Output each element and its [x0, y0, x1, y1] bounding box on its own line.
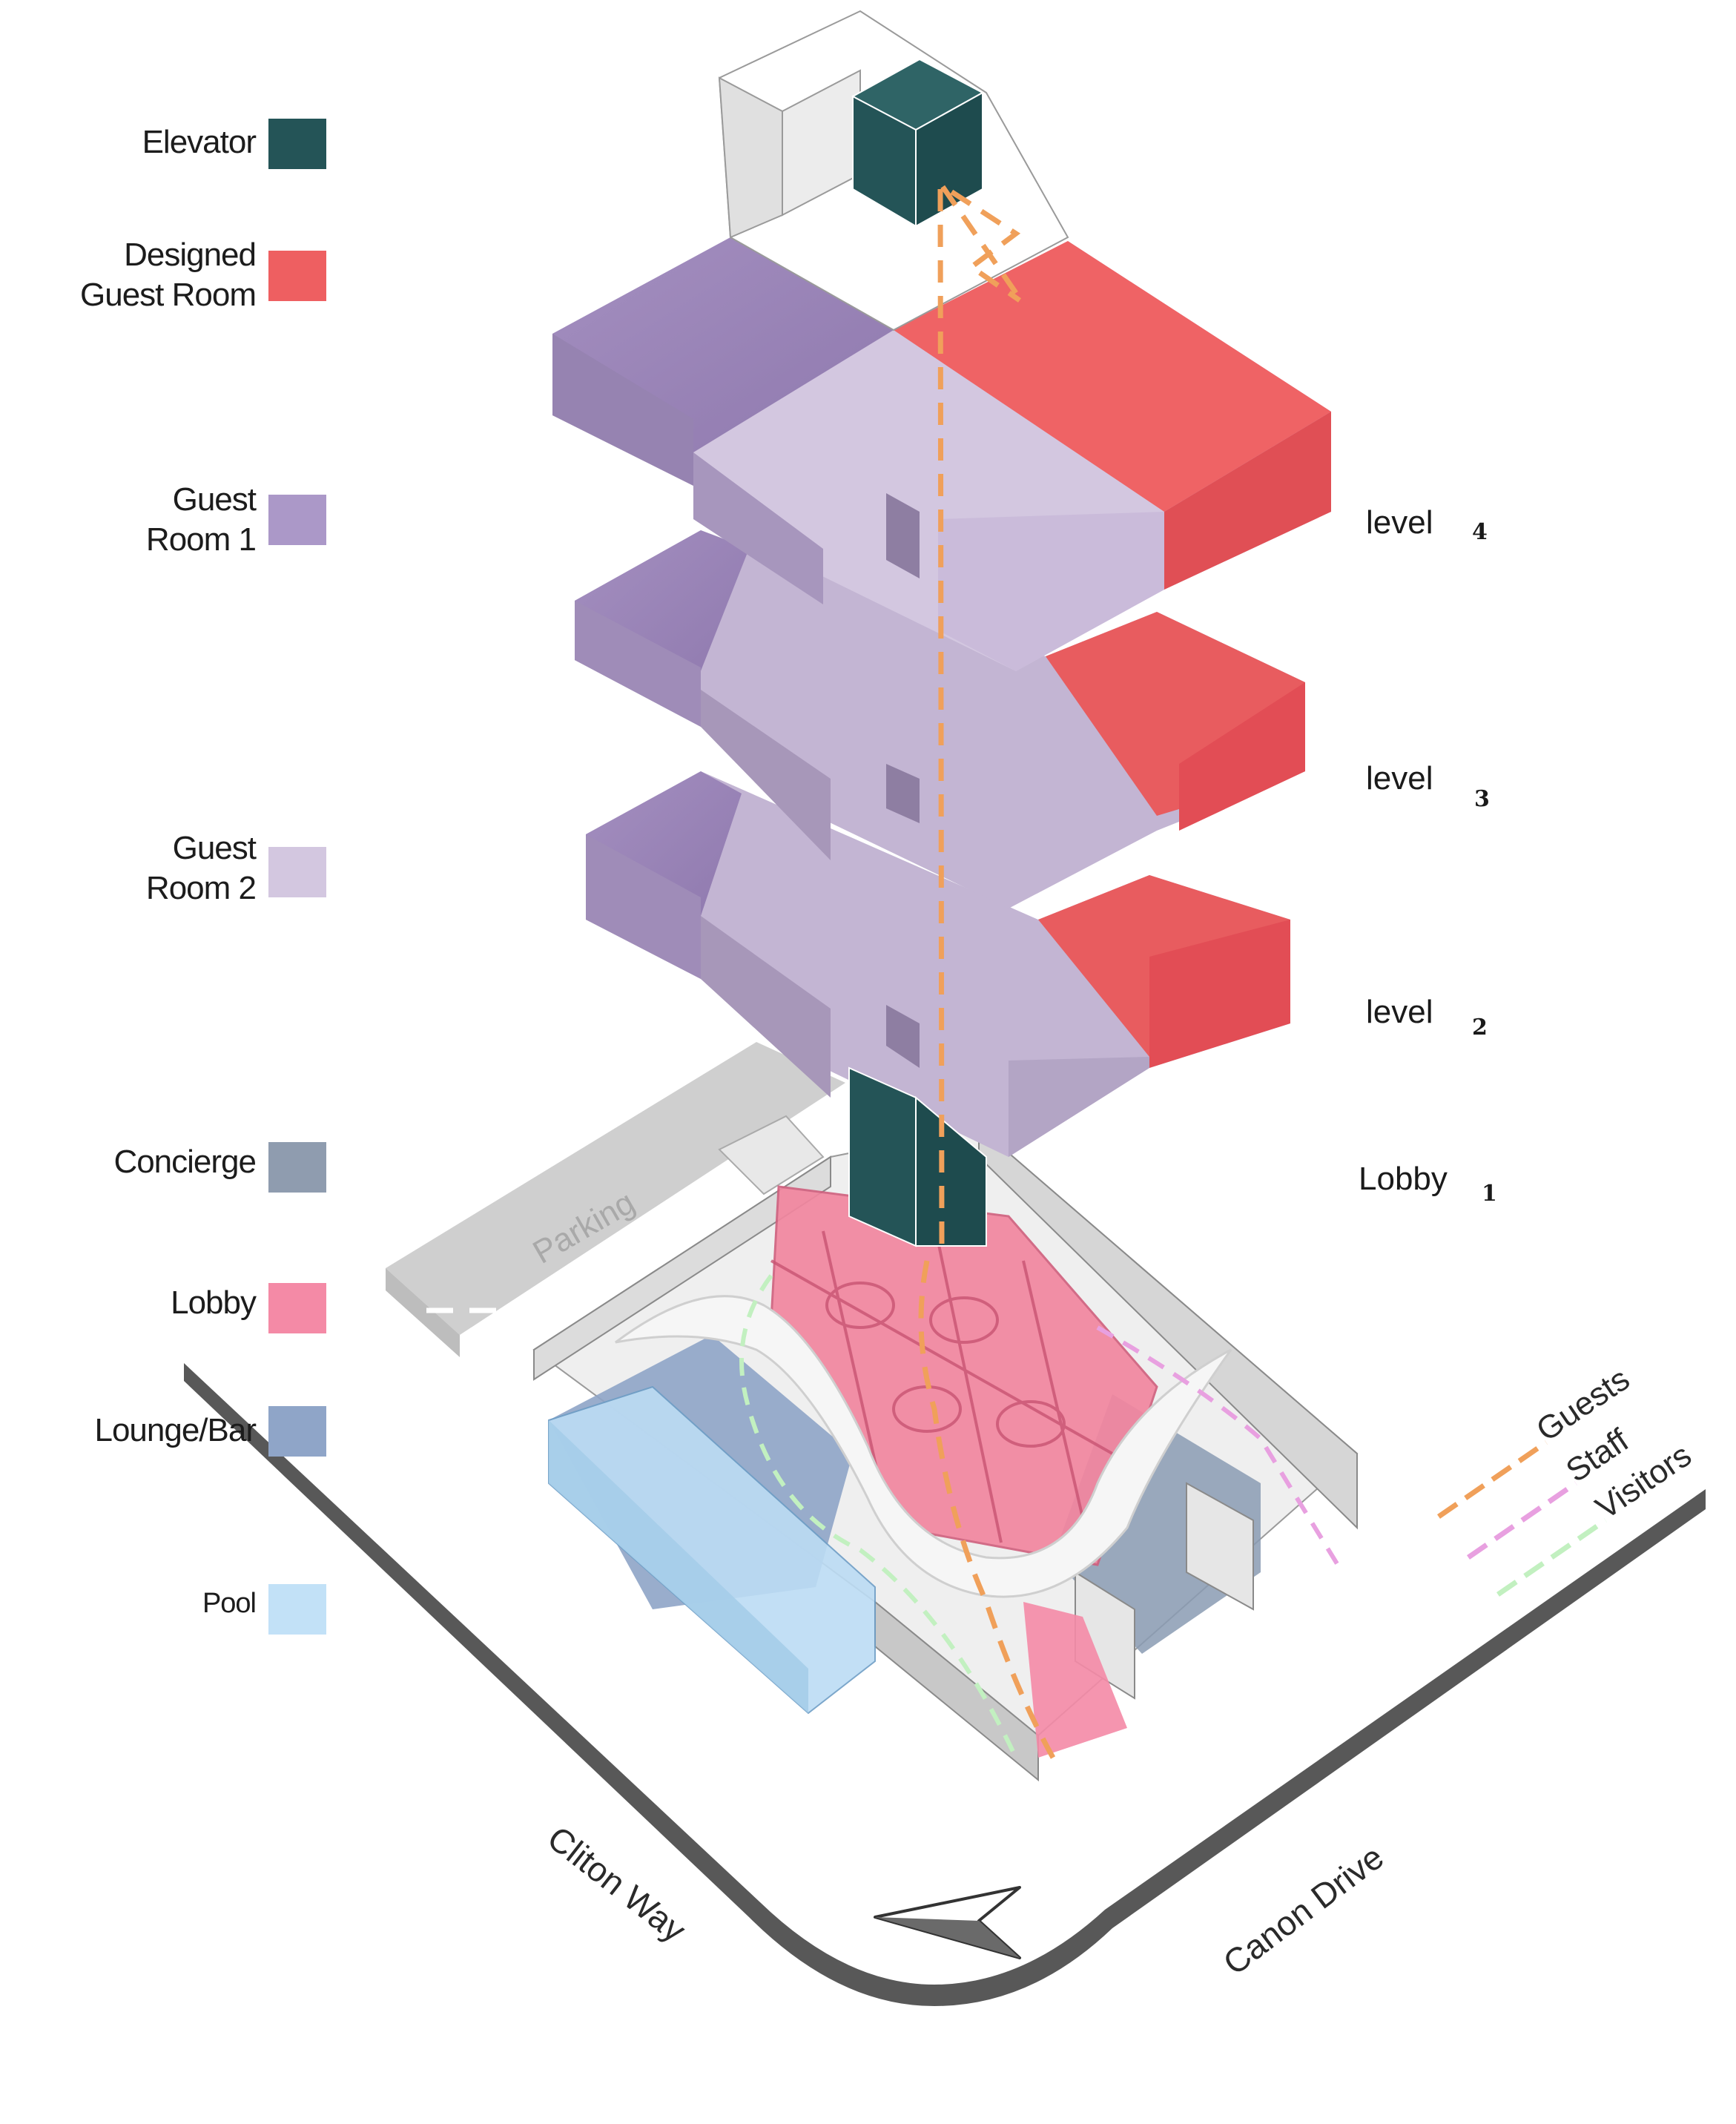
- level-number-4: 4: [1472, 519, 1488, 545]
- legend-label-lobby: Lobby: [171, 1284, 257, 1321]
- legend-swatch-designed-guest-room: [268, 251, 326, 301]
- visitor-route: [739, 1274, 1018, 1759]
- legend-label-guest-room-2: Guest Room 2: [145, 830, 257, 906]
- level-number-1: 1: [1482, 1181, 1497, 1207]
- level-number-2: 2: [1472, 1015, 1488, 1040]
- legend-label-designed-guest-room: Designed Guest Room: [80, 237, 257, 313]
- legend-swatch-elevator: [268, 119, 326, 169]
- level-number-3: 3: [1474, 786, 1490, 812]
- level-label-2: level: [1366, 994, 1433, 1030]
- route-line-guests: [1437, 1440, 1548, 1519]
- legend-swatch-pool: [268, 1584, 326, 1635]
- legend-swatch-lobby: [268, 1283, 326, 1333]
- legend-swatch-guest-room-2: [268, 847, 326, 897]
- legend-swatch-guest-room-1: [268, 495, 326, 545]
- level-label-4: level: [1366, 504, 1433, 541]
- floor-level-3: [575, 530, 1305, 908]
- legend-label-pool: Pool: [202, 1588, 257, 1619]
- guest-route: [918, 183, 1056, 1759]
- legend-label-elevator: Elevator: [142, 124, 257, 160]
- level-label-lobby: Lobby: [1359, 1161, 1448, 1197]
- ground-floor: [386, 1042, 1359, 1782]
- legend-label-lounge-bar: Lounge/Bar: [94, 1412, 257, 1448]
- route-line-visitors: [1496, 1518, 1607, 1597]
- route-line-staff: [1467, 1481, 1577, 1560]
- route-legend: Guests Staff Visitors: [1437, 1361, 1698, 1597]
- street-right-label: Canon Drive: [1216, 1838, 1390, 1982]
- floor-level-2: [586, 771, 1290, 1157]
- legend-label-guest-room-1: Guest Room 1: [145, 481, 257, 558]
- legend-label-concierge: Concierge: [113, 1144, 257, 1180]
- legend-swatch-lounge-bar: [268, 1406, 326, 1457]
- legend-swatch-concierge: [268, 1142, 326, 1193]
- elevator-shaft: [848, 58, 987, 1247]
- level-label-3: level: [1366, 760, 1433, 796]
- staff-route: [1096, 1325, 1344, 1574]
- north-arrow-icon: [874, 1886, 1021, 1959]
